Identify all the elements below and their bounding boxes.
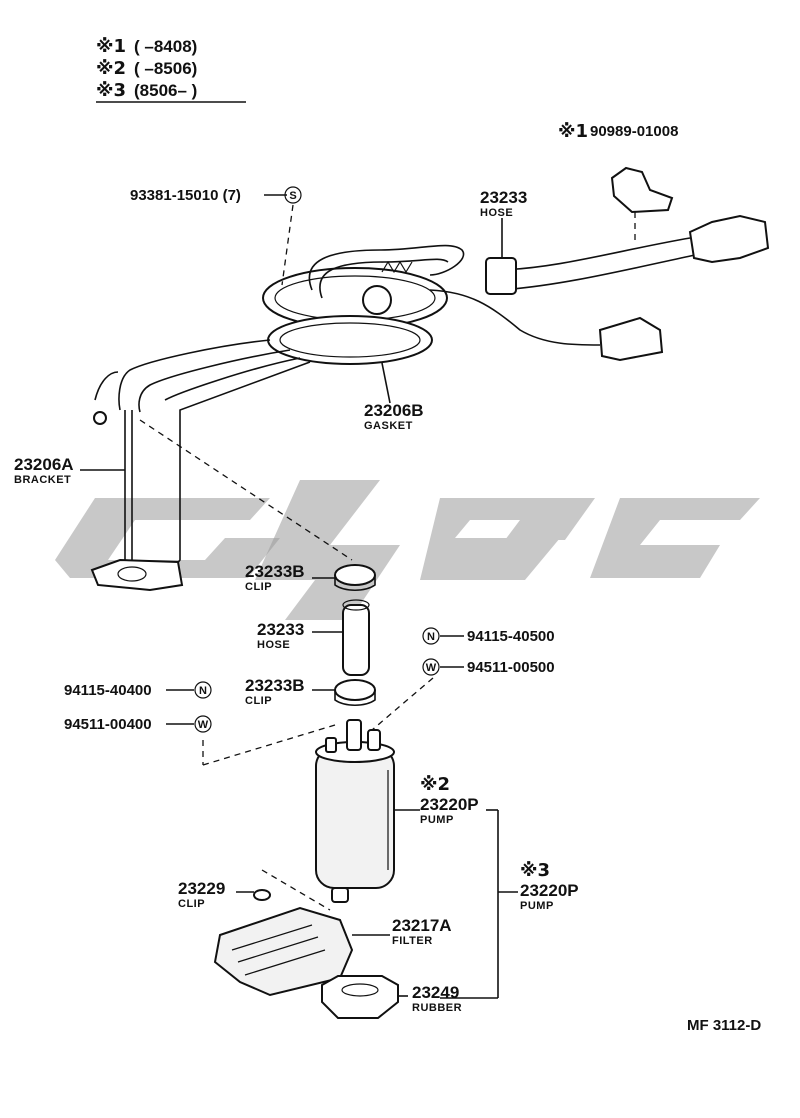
clamp-mark: ※1 — [558, 121, 588, 142]
legend-mark-2: ※2 — [96, 58, 126, 79]
hose-clamp — [610, 166, 674, 214]
pump-3-name: PUMP — [520, 900, 554, 912]
sender-flange-assembly — [90, 166, 770, 592]
figure-reference: MF 3112-D — [687, 1017, 761, 1034]
filter-name: FILTER — [392, 935, 433, 947]
bolt-symbol: S — [289, 190, 296, 202]
legend-range-2: ( –8506) — [134, 59, 197, 78]
legend-mark-3: ※3 — [96, 80, 126, 101]
clip-upper — [334, 564, 376, 586]
watermark-logo — [55, 480, 760, 620]
gasket-part-number: 23206B — [364, 401, 424, 420]
clip-lower-part-number: 23233B — [245, 676, 305, 695]
clamp-part-number: 90989-01008 — [590, 123, 678, 140]
pump-3-mark: ※3 — [520, 860, 550, 881]
bolt-part-number: 93381-15010 (7) — [130, 187, 241, 204]
washer-right-symbol: W — [426, 662, 437, 674]
nut-right-part-number: 94115-40500 — [467, 628, 555, 645]
nut-left-part-number: 94115-40400 — [64, 682, 152, 699]
pump-2-part-number: 23220P — [420, 795, 479, 814]
bracket-foot — [90, 558, 184, 592]
clip-lower-name: CLIP — [245, 695, 272, 707]
hose-fitting — [485, 257, 517, 295]
gasket-name: GASKET — [364, 420, 413, 432]
clip-small-part-number: 23229 — [178, 879, 225, 898]
legend: ※1 ( –8408) ※2 ( –8506) ※3 (8506– ) — [96, 36, 246, 103]
filter-rubber-group — [213, 869, 399, 1019]
clip-small — [253, 889, 271, 901]
pump-2-mark: ※2 — [420, 774, 450, 795]
hose-clip-chain — [139, 419, 434, 766]
pump-3-part-number: 23220P — [520, 881, 579, 900]
legend-mark-1: ※1 — [96, 36, 126, 57]
washer-left-symbol: W — [198, 719, 209, 731]
pump-body — [315, 747, 395, 889]
wire-connector — [598, 316, 664, 362]
rubber-part-number: 23249 — [412, 983, 459, 1002]
hose-top-part-number: 23233 — [480, 188, 527, 207]
hose-end-fitting — [688, 214, 770, 264]
hose-top-name: HOSE — [480, 207, 513, 219]
clip-upper-part-number: 23233B — [245, 562, 305, 581]
leader-lines — [80, 194, 518, 999]
bracket-name: BRACKET — [14, 474, 71, 486]
callout-labels: 93381-15010 (7) ※1 90989-01008 23233 HOS… — [14, 121, 761, 1034]
legend-range-3: (8506– ) — [134, 81, 197, 100]
nut-left-symbol: N — [199, 685, 207, 697]
rubber-seat — [321, 975, 399, 1019]
outlet-fitting — [362, 285, 392, 315]
hose-mid-name: HOSE — [257, 639, 290, 651]
rubber-name: RUBBER — [412, 1002, 462, 1014]
hose-mid-part-number: 23233 — [257, 620, 304, 639]
hose-mid — [342, 604, 370, 676]
bracket-part-number: 23206A — [14, 455, 74, 474]
fuel-pump — [315, 719, 395, 903]
symbol-circles: S N W N W — [194, 186, 440, 733]
washer-right-part-number: 94511-00500 — [467, 659, 555, 676]
washer-left-part-number: 94511-00400 — [64, 716, 152, 733]
clip-lower — [334, 679, 376, 701]
pump-2-name: PUMP — [420, 814, 454, 826]
legend-range-1: ( –8408) — [134, 37, 197, 56]
nut-right-symbol: N — [427, 631, 435, 643]
filter-part-number: 23217A — [392, 916, 452, 935]
clip-upper-name: CLIP — [245, 581, 272, 593]
pump-outlet — [346, 719, 362, 751]
clip-small-name: CLIP — [178, 898, 205, 910]
